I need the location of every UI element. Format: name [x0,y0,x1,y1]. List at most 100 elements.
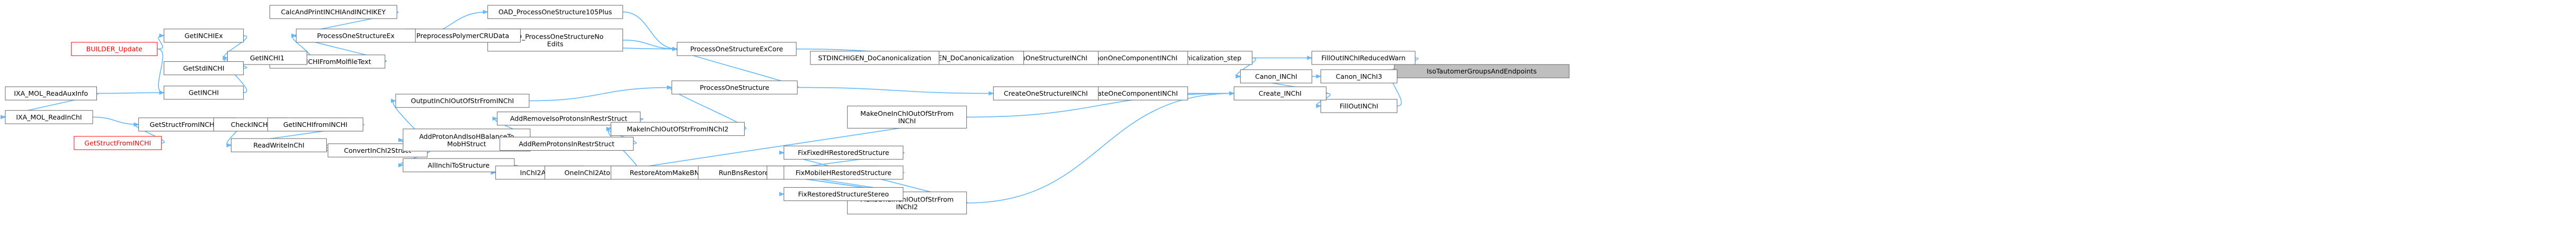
node-oad-process-e105[interactable]: OAD_ProcessOneStructure105Plus [487,5,623,19]
node-getinchi[interactable]: GetINCHI [164,86,244,100]
node-readwriteinchi[interactable]: ReadWriteInChI [230,138,327,152]
node-box [610,122,745,136]
node-label: OAD_ProcessOneStructureNo [507,32,603,40]
node-label: AddProtonAndIsoHBalanceTo [419,132,514,140]
edge-19 [622,11,678,51]
node-label: OutputInChIOutOfStrFromINChI [411,97,514,105]
node-box [71,42,158,56]
node-add-rem-end[interactable]: IsoTautomerGroupsAndEndpoints [1394,64,1570,78]
node-filloutinchireducedwarn[interactable]: FillOutINChIReducedWarn [1311,51,1415,65]
node-createonestructureinchi[interactable]: CreateOneStructureINChI [993,86,1099,100]
node-box [296,29,416,43]
node-label: CanonOneComponentINChI [1086,54,1177,62]
node-box [1234,86,1327,100]
node-create-inchi[interactable]: Create_INChI [1234,86,1327,100]
edge-11 [966,91,1235,204]
node-ixa-readinchi[interactable]: IXA_MOL_ReadInChI [5,110,93,124]
node-box [783,166,904,180]
node-box [74,136,162,150]
node-layer: IsoTautomerGroupsAndEndpointsFillOutINCh… [5,5,1570,215]
edge-51 [92,116,139,127]
node-label: INChI2 [896,203,918,210]
edge-34 [529,85,673,102]
node-fixmobilehrestored[interactable]: FixMobileHRestoredStructure [783,166,904,180]
node-box [164,29,244,43]
node-label: RunBnsRestore1 [719,169,773,177]
node-box [164,86,244,100]
node-fixrestoredstereo[interactable]: FixRestoredStructureStereo [783,187,904,201]
node-filloutinchi[interactable]: FillOutINChI [1320,99,1397,113]
node-label: GetINCHIEx [184,32,222,40]
node-canon-inchi3[interactable]: Canon_INChI3 [1320,69,1397,84]
node-stdinchigen-docanon[interactable]: STDINCHIGEN_DoCanonicalization [810,51,940,65]
node-label: CanonOneStructureINChI [1004,54,1088,62]
node-label: MakeOneInChIOutOfStrFrom [860,109,953,117]
node-label: ConvertInChI2Struct [344,146,411,154]
node-label: ProcessOneStructureEx [317,32,395,40]
node-fixfixedhrestored[interactable]: FixFixedHRestoredStructure [783,145,904,160]
node-box [487,5,623,19]
node-callandprint[interactable]: CalcAndPrintINCHIAndINCHIKEY [269,5,397,19]
node-box [847,191,967,215]
node-box [267,117,363,132]
node-label: ProcessOneStructureExCore [690,45,783,53]
node-box [783,187,904,201]
node-box [1320,99,1397,113]
node-getstdinchi[interactable]: GetStdINCHI [164,61,244,76]
node-label: Canon_INChI3 [1336,72,1382,80]
node-label: CreateOneStructureINChI [1004,89,1088,97]
node-box [230,138,327,152]
node-getinchiex[interactable]: GetINCHIEx [164,29,244,43]
node-label: FillOutINChIReducedWarn [1321,54,1405,62]
node-box [164,61,244,76]
node-label: IsoTautomerGroupsAndEndpoints [1427,67,1537,75]
node-box [269,5,397,19]
node-canon-inchi[interactable]: Canon_INChI [1240,69,1313,84]
node-label: STDINCHIGEN_DoCanonicalization [818,54,932,62]
node-label: GetStdINCHI [183,65,225,72]
node-ixa-readauxinfo[interactable]: IXA_MOL_ReadAuxInfo [5,86,97,100]
node-processonestructureex[interactable]: ProcessOneStructureExCore [676,42,797,56]
node-box [1320,69,1397,84]
node-box [5,110,93,124]
node-preprocesspolymer[interactable]: PreprocessPolymerCRUData [405,29,521,43]
node-label: GetINCHI [189,89,219,97]
node-label: Canon_INChI [1255,72,1297,80]
node-label: GetStructFromINCHIEx [150,121,225,129]
node-label: CalcAndPrintINCHIAndINCHIKEY [281,8,386,16]
node-outputinchioutofstr[interactable]: OutputInChIOutOfStrFromINChI [395,94,530,108]
node-getstructfrominchi[interactable]: GetStructFromINCHI [74,136,162,150]
node-label: FillOutINChI [1340,102,1378,110]
node-label: INChI [898,117,916,125]
node-label: MakeInChIOutOfStrFromINChI2 [627,125,728,133]
node-label: GetINCHI1 [250,54,284,62]
node-label: Edits [547,40,564,48]
node-box [500,136,634,151]
node-box [395,94,530,108]
node-box [671,80,798,95]
node-allinchitostructure[interactable]: AllInchiToStructure [403,158,515,172]
node-makeinchioutofstr[interactable]: MakeInChIOutOfStrFromINChI2 [610,122,745,136]
node-label: MobHStruct [447,140,486,148]
node-processonestructure[interactable]: ProcessOneStructure [671,80,798,95]
node-getinchifrominchi[interactable]: GetINCHIfromINCHI [267,117,363,132]
node-label: PreprocessPolymerCRUData [416,32,509,40]
node-label: AllInchiToStructure [428,161,490,169]
node-addremprotons[interactable]: AddRemProtonsInRestrStruct [500,136,634,151]
node-label: GetINCHIfromINCHI [283,121,347,129]
node-processonestructureex2[interactable]: ProcessOneStructureEx [296,29,416,43]
node-label: GetStructFromINCHI [84,139,151,147]
node-box [5,86,97,100]
node-label: BUILDER_Update [86,45,142,53]
edge-7 [1235,57,1256,79]
node-label: CheckINCHI [231,121,270,129]
node-box [847,105,967,129]
edge-52 [133,122,165,144]
node-builder-update[interactable]: BUILDER_Update [71,42,158,56]
node-label: IXA_MOL_ReadAuxInfo [14,89,88,97]
node-label: AddRemProtonsInRestrStruct [519,140,614,148]
node-box [1311,51,1415,65]
